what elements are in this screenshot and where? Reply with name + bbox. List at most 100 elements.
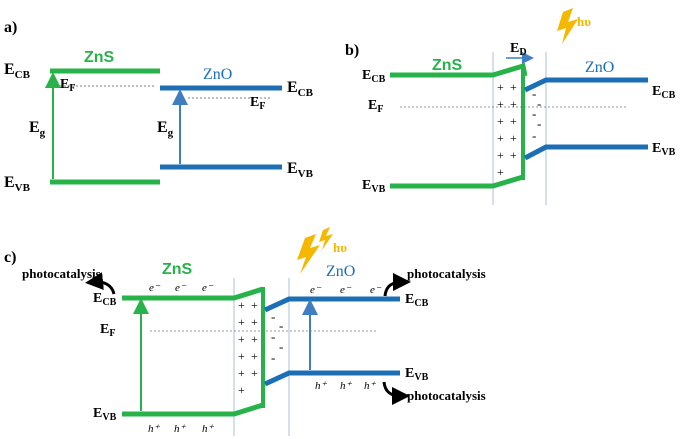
zno-conduction-band [523, 77, 648, 93]
svg-text:+: + [251, 315, 258, 329]
svg-text:h⁺: h⁺ [364, 380, 377, 392]
svg-text:+: + [497, 148, 504, 162]
hv-label: hυ [577, 14, 591, 29]
svg-text:e⁻: e⁻ [310, 284, 322, 296]
electrons-zno: e⁻ e⁻ e⁻ [310, 284, 382, 296]
photocatalysis-arrow-br [382, 381, 410, 405]
svg-text:+: + [238, 315, 245, 329]
svg-text:-: - [532, 86, 536, 101]
negative-charges: - - - - - [532, 86, 541, 143]
lightning-icon [557, 8, 578, 44]
positive-charges: + + + + + + + + + + + [497, 80, 517, 179]
evb-left-label: EVB [93, 406, 117, 423]
svg-text:+: + [510, 131, 517, 145]
ef-label: EF [60, 77, 75, 94]
zns-label: ZnS [162, 261, 193, 278]
evb-left-label: EVB [362, 178, 386, 195]
ef-label: EF [100, 322, 115, 339]
panel-b: b) ZnS ZnO ED hυ + + + + + + + + + + + - [345, 8, 676, 205]
svg-text:+: + [238, 366, 245, 380]
svg-text:+: + [497, 114, 504, 128]
ed-label: ED [510, 41, 527, 58]
zno-conduction-band [263, 296, 400, 313]
zns-conduction-band [122, 286, 264, 301]
holes-zno: h⁺ h⁺ h⁺ [315, 380, 377, 392]
positive-charges: + + + + + + + + + + + [238, 298, 258, 397]
svg-text:+: + [497, 97, 504, 111]
electrons-zns: e⁻ e⁻ e⁻ [149, 282, 214, 294]
zns-label: ZnS [432, 57, 463, 74]
zns-valence-band [390, 174, 524, 189]
svg-text:+: + [238, 298, 245, 312]
svg-text:+: + [497, 80, 504, 94]
lightning-small-icon [319, 227, 333, 250]
photocatalysis-tr-label: photocatalysis [407, 266, 486, 281]
ecb-label: ECB [4, 61, 31, 81]
svg-text:+: + [510, 97, 517, 111]
ecb-right-label: ECB [287, 79, 314, 99]
svg-text:+: + [251, 349, 258, 363]
svg-text:-: - [279, 339, 283, 354]
zns-valence-band [122, 402, 264, 417]
ecb-left-label: ECB [362, 68, 386, 85]
svg-text:h⁺: h⁺ [148, 423, 161, 435]
panel-c-label: c) [4, 249, 16, 266]
ecb-left-label: ECB [93, 291, 117, 308]
svg-text:+: + [510, 114, 517, 128]
svg-text:-: - [279, 318, 283, 333]
ef-label: EF [368, 98, 383, 115]
svg-text:h⁺: h⁺ [174, 423, 187, 435]
zno-valence-band [263, 370, 400, 387]
svg-text:-: - [532, 106, 536, 121]
hv-label: hυ [333, 240, 347, 255]
ecb-right-label: ECB [405, 292, 429, 309]
svg-text:+: + [251, 298, 258, 312]
svg-text:+: + [238, 383, 245, 397]
svg-text:+: + [497, 165, 504, 179]
svg-text:e⁻: e⁻ [149, 282, 161, 294]
svg-text:+: + [251, 366, 258, 380]
holes-zns: h⁺ h⁺ h⁺ [148, 423, 215, 435]
svg-text:h⁺: h⁺ [202, 423, 215, 435]
ecb-right-label: ECB [652, 84, 676, 101]
svg-text:-: - [271, 309, 275, 324]
photocatalysis-arrow-tl [85, 272, 116, 295]
zno-valence-band [523, 144, 648, 161]
eg-right-label: Eg [157, 119, 174, 139]
svg-text:h⁺: h⁺ [315, 380, 328, 392]
svg-text:e⁻: e⁻ [202, 282, 214, 294]
svg-text:+: + [497, 131, 504, 145]
svg-text:-: - [537, 116, 541, 131]
evb-right-label: EVB [287, 160, 314, 180]
photocatalysis-tl-label: photocatalysis [22, 266, 101, 281]
svg-text:-: - [271, 329, 275, 344]
panel-c: c) ZnS ZnO hυ + + + + + + + + + + + - [4, 227, 486, 436]
photocatalysis-arrow-tr [383, 273, 411, 297]
svg-text:e⁻: e⁻ [175, 282, 187, 294]
lightning-icon [297, 234, 320, 274]
svg-text:h⁺: h⁺ [340, 380, 353, 392]
zns-label: ZnS [84, 49, 115, 66]
panel-b-label: b) [345, 42, 359, 59]
svg-text:+: + [238, 349, 245, 363]
negative-charges: - - - - - [271, 309, 283, 365]
evb-label: EVB [4, 174, 31, 194]
panel-a-label: a) [4, 19, 17, 36]
zno-label: ZnO [585, 59, 614, 76]
svg-text:+: + [510, 148, 517, 162]
svg-text:-: - [537, 96, 541, 111]
svg-text:+: + [251, 332, 258, 346]
panel-a: a) ZnS ZnO ECB EF Eg EVB ECB EF Eg EVB [4, 19, 314, 194]
photocatalysis-br-label: photocatalysis [407, 388, 486, 403]
svg-text:+: + [510, 80, 517, 94]
svg-text:e⁻: e⁻ [370, 284, 382, 296]
svg-text:e⁻: e⁻ [340, 284, 352, 296]
evb-right-label: EVB [405, 366, 429, 383]
svg-text:+: + [238, 332, 245, 346]
zno-label: ZnO [203, 66, 232, 83]
zno-label: ZnO [326, 263, 355, 280]
svg-text:-: - [532, 128, 536, 143]
ef-right-label: EF [250, 95, 265, 112]
eg-label: Eg [29, 119, 46, 139]
